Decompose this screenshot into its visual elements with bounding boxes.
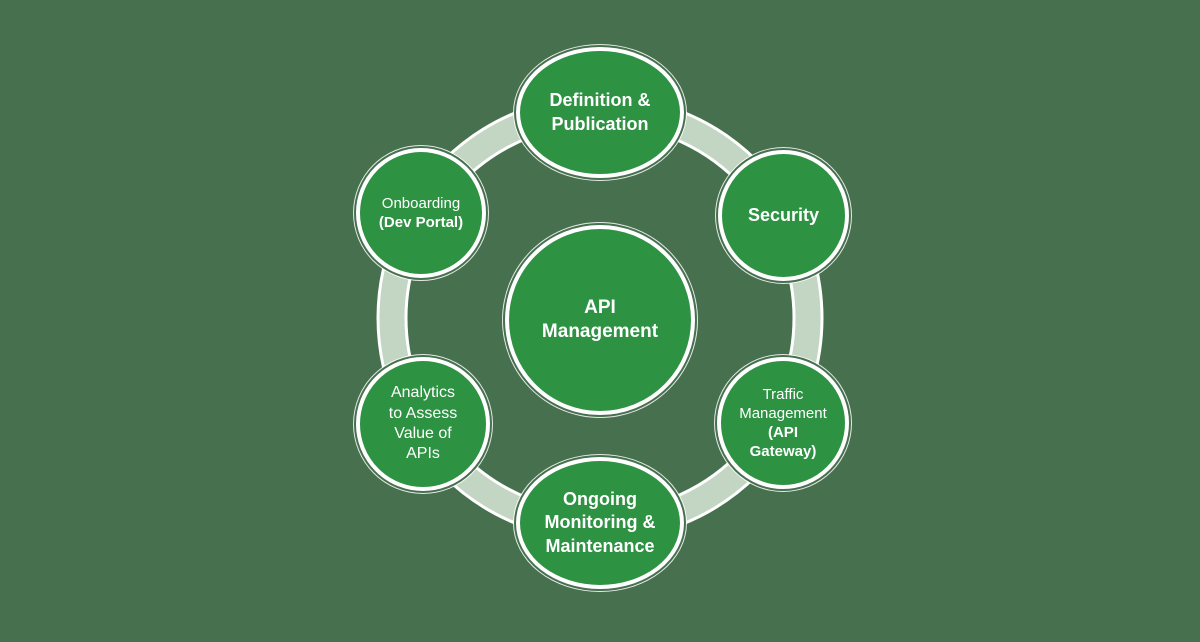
node-traffic-management[interactable]: Traffic Management (API Gateway)	[717, 357, 849, 489]
node-security-label: Security	[747, 204, 820, 225]
node-onboarding-sublabel: (Dev Portal)	[378, 214, 464, 231]
node-definition-publication-label: Definition & Publication	[549, 90, 651, 134]
node-ongoing-monitoring-maintenance-label: Ongoing Monitoring & Maintenance	[544, 489, 656, 556]
node-analytics-value-apis[interactable]: Analytics to Assess Value of APIs	[356, 357, 490, 491]
node-onboarding-dev-portal[interactable]: Onboarding (Dev Portal)	[356, 148, 486, 278]
node-ongoing-monitoring-maintenance[interactable]: Ongoing Monitoring & Maintenance	[516, 457, 684, 589]
node-definition-publication[interactable]: Definition & Publication	[516, 47, 684, 178]
node-traffic-management-sublabel: (API Gateway)	[749, 424, 817, 461]
node-api-management[interactable]: API Management	[505, 225, 695, 415]
node-analytics-value-apis-label: Analytics to Assess Value of APIs	[388, 384, 458, 463]
node-security[interactable]: Security	[718, 150, 849, 281]
node-api-management-label: API Management	[541, 296, 659, 342]
node-onboarding-label: Onboarding	[381, 194, 461, 212]
node-traffic-management-label: Traffic Management	[739, 385, 827, 422]
